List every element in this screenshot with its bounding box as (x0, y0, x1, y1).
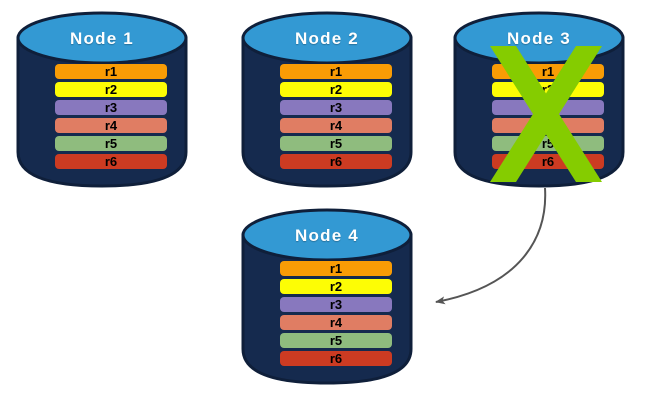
record-row-r4[interactable]: r4 (280, 118, 392, 133)
record-row-r1[interactable]: r1 (55, 64, 167, 79)
record-stack-3: r1 r2 r3 r4 r5 r6 (492, 64, 604, 172)
node-cylinder-4[interactable]: Node 4 r1 r2 r3 r4 r5 r6 (241, 205, 413, 385)
record-row-r4[interactable]: r4 (55, 118, 167, 133)
record-row-r3[interactable]: r3 (280, 297, 392, 312)
record-row-r4[interactable]: r4 (492, 118, 604, 133)
record-row-r1[interactable]: r1 (280, 261, 392, 276)
record-row-r2[interactable]: r2 (55, 82, 167, 97)
record-stack-1: r1 r2 r3 r4 r5 r6 (55, 64, 167, 172)
record-row-r6[interactable]: r6 (492, 154, 604, 169)
record-row-r5[interactable]: r5 (492, 136, 604, 151)
node-cylinder-1[interactable]: Node 1 r1 r2 r3 r4 r5 r6 (16, 8, 188, 188)
record-stack-4: r1 r2 r3 r4 r5 r6 (280, 261, 392, 369)
record-row-r3[interactable]: r3 (492, 100, 604, 115)
record-row-r3[interactable]: r3 (55, 100, 167, 115)
record-row-r2[interactable]: r2 (280, 279, 392, 294)
record-stack-2: r1 r2 r3 r4 r5 r6 (280, 64, 392, 172)
record-row-r2[interactable]: r2 (492, 82, 604, 97)
record-row-r2[interactable]: r2 (280, 82, 392, 97)
node-cylinder-3[interactable]: Node 3 r1 r2 r3 r4 r5 r6 (453, 8, 625, 188)
record-row-r4[interactable]: r4 (280, 315, 392, 330)
record-row-r3[interactable]: r3 (280, 100, 392, 115)
record-row-r6[interactable]: r6 (280, 154, 392, 169)
record-row-r1[interactable]: r1 (492, 64, 604, 79)
record-row-r5[interactable]: r5 (280, 333, 392, 348)
record-row-r5[interactable]: r5 (55, 136, 167, 151)
record-row-r6[interactable]: r6 (280, 351, 392, 366)
node-cylinder-2[interactable]: Node 2 r1 r2 r3 r4 r5 r6 (241, 8, 413, 188)
record-row-r1[interactable]: r1 (280, 64, 392, 79)
record-row-r6[interactable]: r6 (55, 154, 167, 169)
record-row-r5[interactable]: r5 (280, 136, 392, 151)
